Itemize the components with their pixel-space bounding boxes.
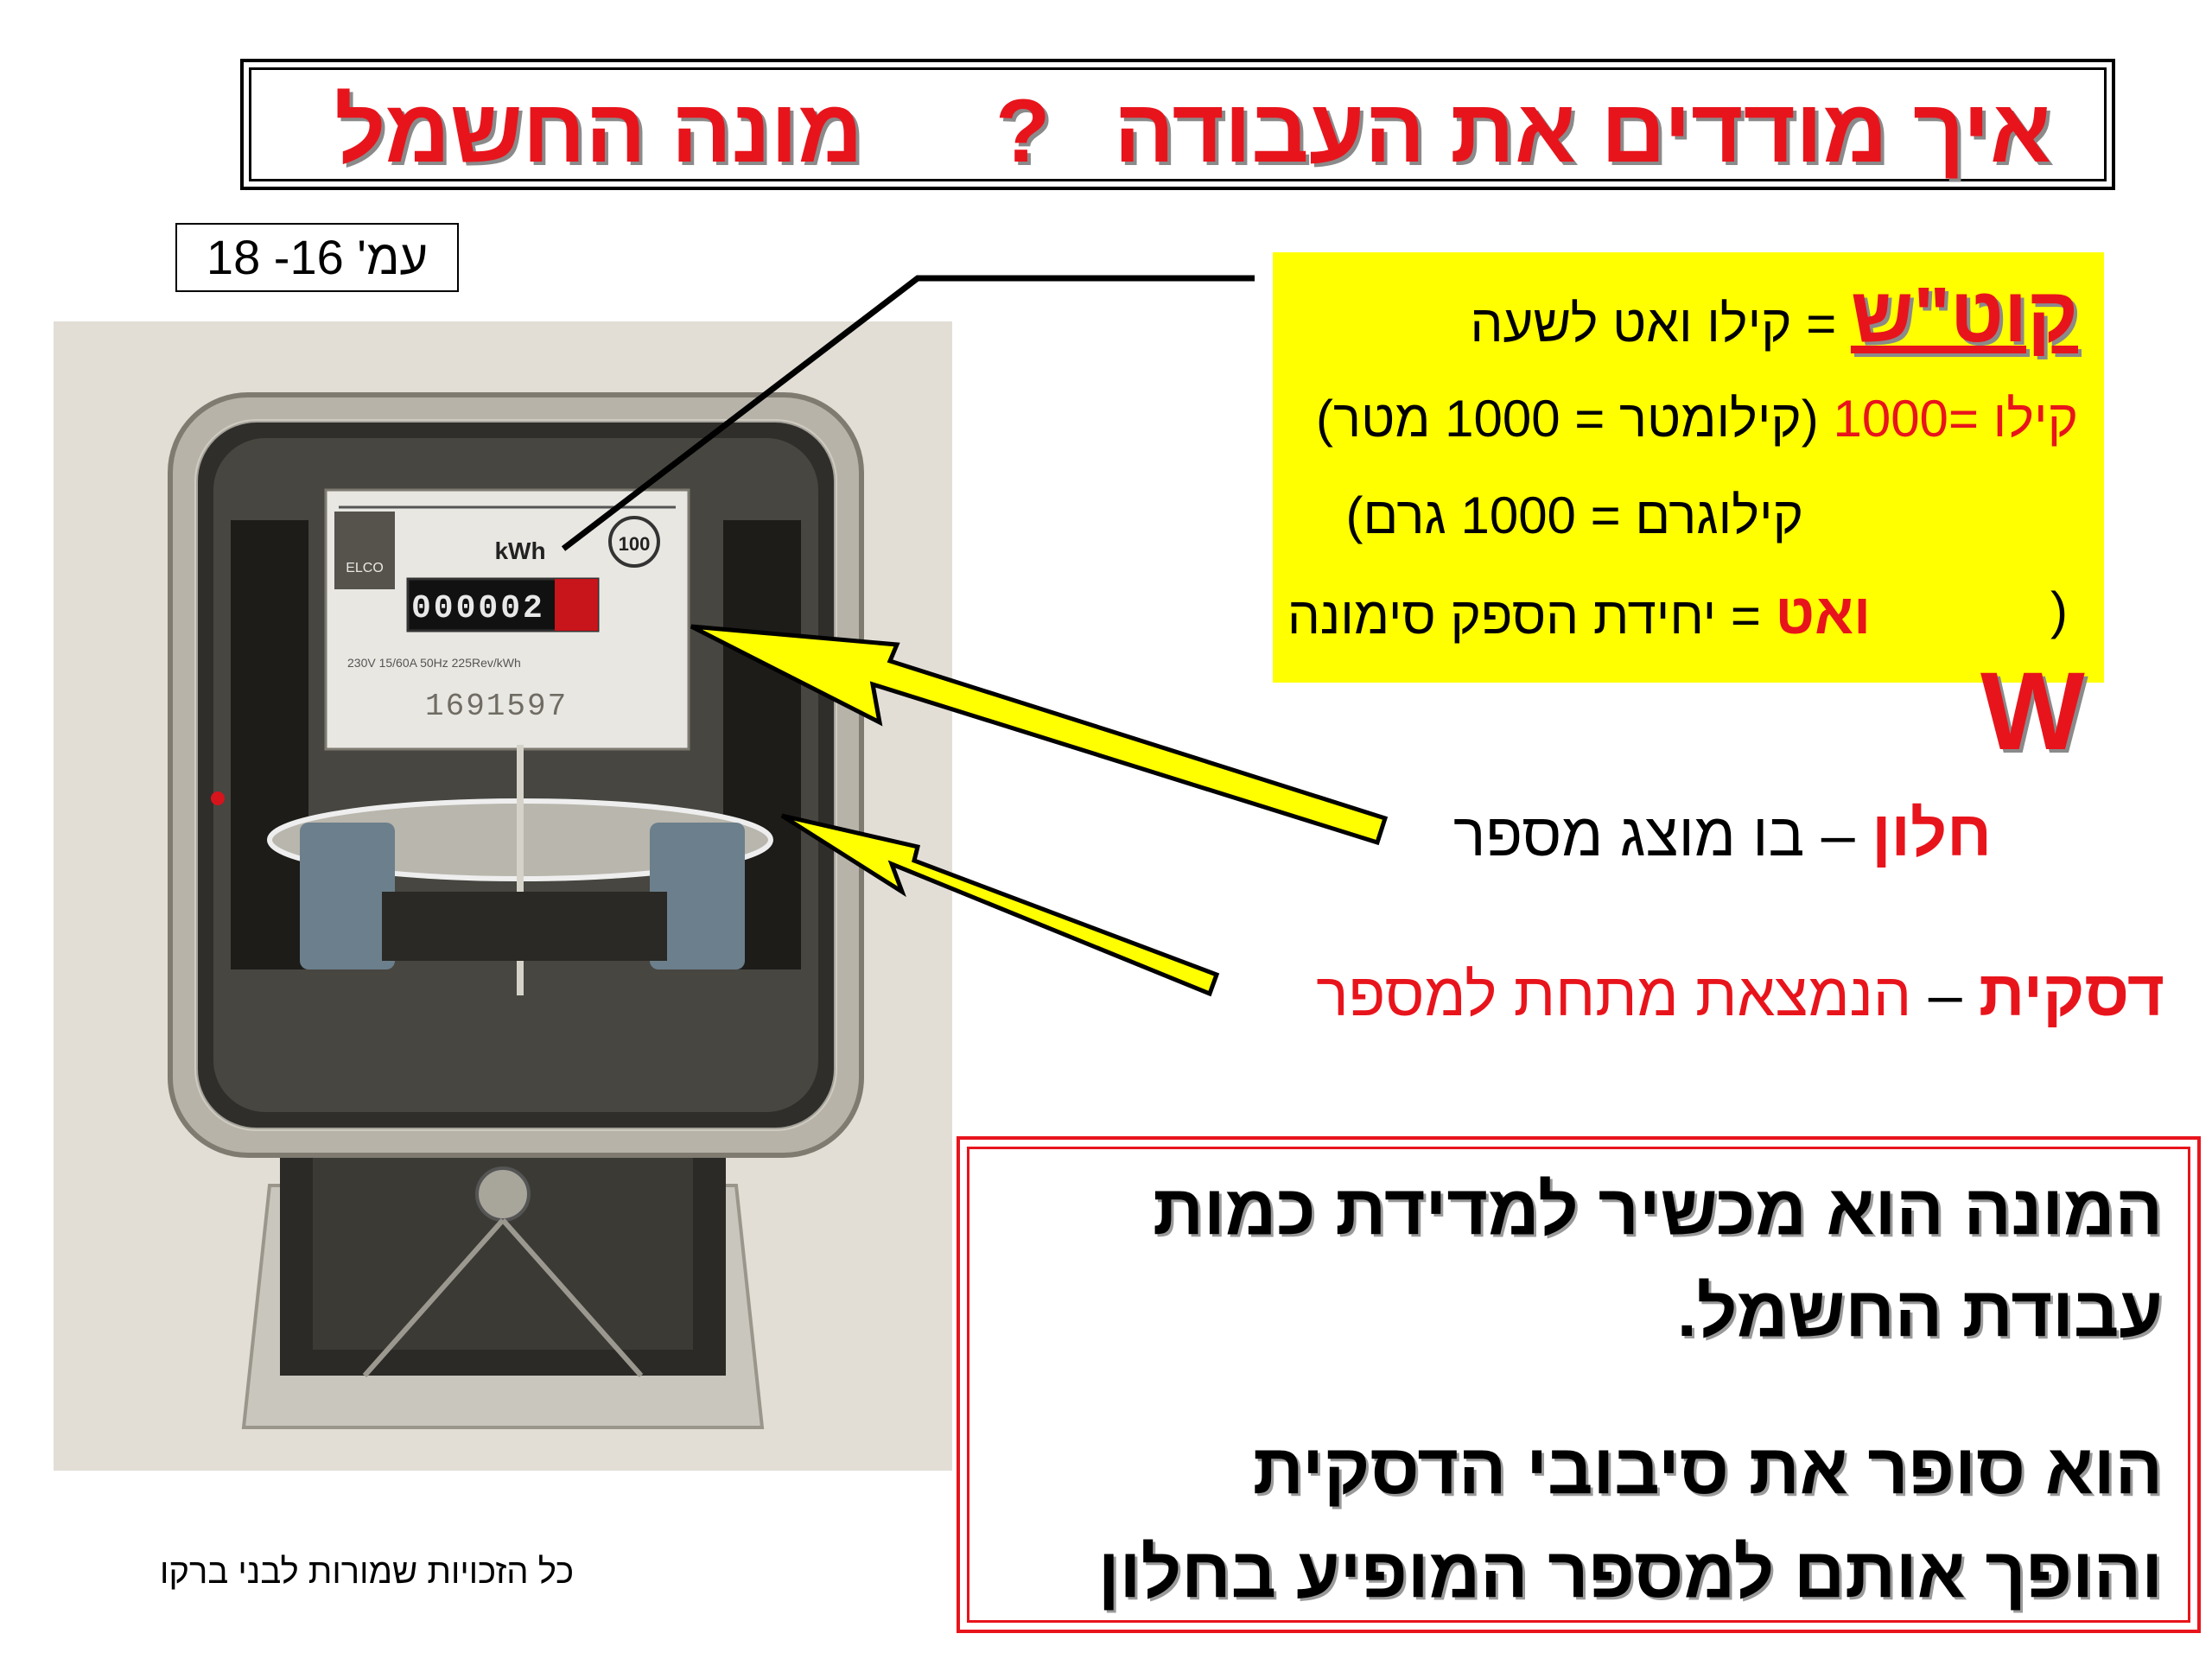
page-title: איך מודדים את העבודה: [1114, 81, 2051, 181]
meter-brand: ELCO: [346, 561, 384, 575]
watt-paren: ): [2050, 582, 2068, 639]
window-description: – בו מוצג מספר: [1453, 801, 1872, 868]
meter-unit-label: kWh: [494, 537, 545, 564]
page-subtitle: מונה החשמל: [334, 81, 863, 181]
disc-term: דסקית: [1979, 957, 2164, 1029]
kilo-definition: קילו =1000 (קילומטר = 1000 מטר): [1316, 389, 2078, 448]
title-box: איך מודדים את העבודה ? מונה החשמל: [240, 59, 2115, 190]
explanation-box: המונה הוא מכשיר למדידת כמות עבודת החשמל.…: [957, 1136, 2201, 1633]
kilo-example-km: (קילומטר = 1000 מטר): [1316, 390, 1834, 448]
disc-label: דסקית – הנמצאת מתחת למספר: [1316, 959, 2164, 1029]
disc-description: הנמצאת מתחת למספר: [1316, 961, 1912, 1028]
explanation-line-4: והופך אותם למספר המופיע בחלון: [1097, 1534, 2163, 1612]
kilo-term: קילו =1000: [1833, 390, 2078, 448]
kwh-definition: קוט"ש = קילו ואט לשעה: [1470, 271, 2078, 360]
kilo-example-kg: קילוגרם = 1000 גרם): [1345, 486, 1803, 544]
window-label: חלון – בו מוצג מספר: [1453, 799, 1992, 869]
watt-definition-text: = יחידת הספק סימונה: [1287, 587, 1776, 645]
disc-dash: –: [1911, 961, 1980, 1028]
page-reference: עמ' 16- 18: [175, 223, 459, 292]
definitions-box: קוט"ש = קילו ואט לשעה קילו =1000 (קילומט…: [1273, 252, 2104, 683]
meter-dial-badge: 100: [619, 533, 651, 555]
kwh-term: קוט"ש: [1850, 272, 2078, 359]
kwh-definition-text: = קילו ואט לשעה: [1470, 295, 1851, 353]
meter-rating: 230V 15/60A 50Hz 225Rev/kWh: [347, 656, 521, 670]
electric-meter-illustration: ELCO kWh 100 000002 230V 15/60A 50Hz 225…: [168, 392, 864, 1429]
copyright-note: כל הזכויות שמורות לבני ברקו: [160, 1553, 575, 1591]
explanation-line-3: הוא סופר את סיבובי הדסקית: [1252, 1430, 2163, 1509]
window-term: חלון: [1872, 798, 1992, 869]
watt-term: ואט: [1775, 582, 1871, 645]
title-question-mark: ?: [995, 81, 1051, 181]
meter-counter: 000002: [411, 590, 545, 627]
explanation-line-2: עבודת החשמל.: [1676, 1273, 2163, 1351]
electric-meter-photo: ELCO kWh 100 000002 230V 15/60A 50Hz 225…: [54, 321, 952, 1471]
explanation-line-1: המונה הוא מכשיר למדידת כמות: [1153, 1171, 2163, 1249]
meter-serial: 1691597: [425, 689, 568, 724]
watt-definition: ואט = יחידת הספק סימונה: [1287, 581, 1871, 646]
watt-symbol: W: [1980, 650, 2085, 773]
